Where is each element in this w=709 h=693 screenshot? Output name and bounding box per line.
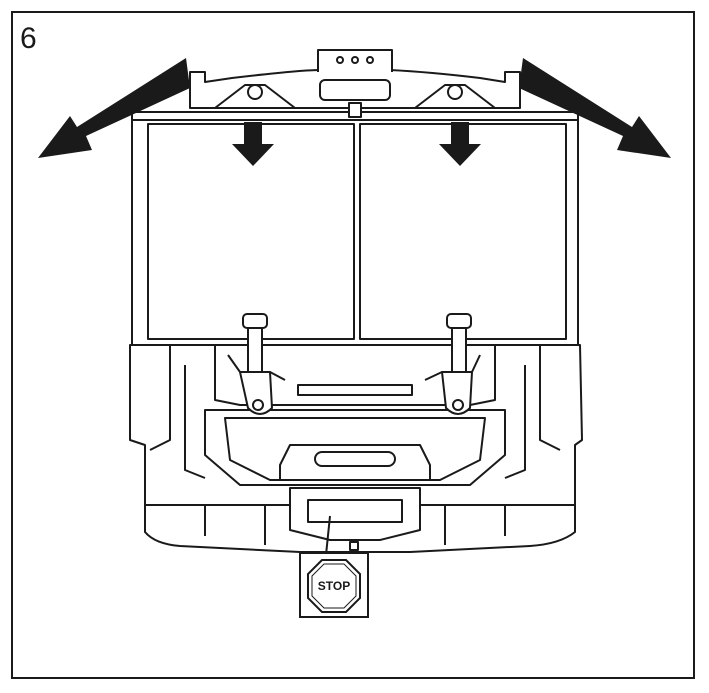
left-latch [227, 313, 286, 415]
tag-holder [307, 499, 403, 523]
left-down-arrow [232, 122, 274, 166]
press-arrows [232, 122, 481, 166]
top-handle [319, 79, 391, 101]
stop-tag: STOP [299, 552, 369, 618]
outward-arrows [38, 58, 671, 158]
console-slot [314, 451, 396, 467]
right-outward-arrow [519, 58, 671, 158]
left-outward-arrow [38, 58, 190, 158]
step-number: 6 [20, 22, 37, 55]
stop-label: STOP [318, 579, 350, 593]
illustration-frame [11, 11, 695, 679]
right-latch [424, 313, 481, 415]
right-down-arrow [439, 122, 481, 166]
stop-sign-icon [307, 559, 361, 613]
